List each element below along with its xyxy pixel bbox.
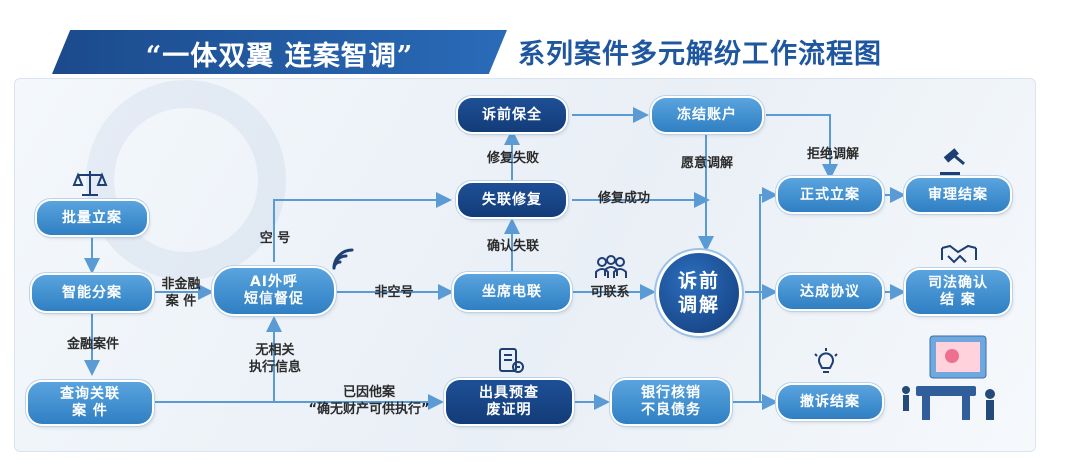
node-bank-writeoff: 银行核销 不良债务 <box>612 380 730 424</box>
label-non-financial: 非金融 案 件 <box>161 277 201 309</box>
node-query-related: 查询关联 案 件 <box>28 382 152 424</box>
label-non-empty-number: 非空号 <box>374 285 414 300</box>
gavel-icon <box>940 148 966 175</box>
node-ai-line: AI外呼 短信督促 <box>244 274 304 307</box>
node-judicial-confirm: 司法确认 结 案 <box>906 270 1010 314</box>
label-unrelated-info: 无相关 执行信息 <box>248 343 301 375</box>
label-repair-success: 修复成功 <box>597 191 650 206</box>
node-formal-filing: 正式立案 <box>778 178 882 212</box>
node-seat-contact: 坐席电联 <box>454 274 570 310</box>
courtroom-illustration-icon <box>902 335 995 420</box>
handshake-icon <box>941 244 977 264</box>
label-contactable: 可联系 <box>590 285 630 300</box>
node-bank-line: 银行核销 不良债务 <box>641 385 701 418</box>
people-icon <box>595 255 627 278</box>
node-lost-repair: 失联修复 <box>458 183 566 217</box>
page-title: 系列案件多元解纷工作流程图 <box>518 39 882 70</box>
label-other-case: 已因他案 “确无财产可供执行” <box>308 385 430 417</box>
title-left: “一体双翼 连案智调” <box>145 41 414 72</box>
node-withdraw-close: 撤诉结案 <box>778 385 882 419</box>
node-pre-mediation: 诉前 调解 <box>659 253 739 333</box>
label-repair-fail: 修复失败 <box>486 151 539 166</box>
label-financial: 金融案件 <box>66 337 119 352</box>
header: “一体双翼 连案智调” 系列案件多元解纷工作流程图 <box>0 0 1080 78</box>
lightbulb-icon <box>814 348 838 373</box>
node-issue-line: 出具预查 废证明 <box>479 385 539 418</box>
node-pre-preserve: 诉前保全 <box>458 98 566 132</box>
node-ai-call: AI外呼 短信督促 <box>214 268 334 314</box>
node-judicial-line: 司法确认 结 案 <box>928 275 988 308</box>
label-empty-number: 空 号 <box>259 231 291 246</box>
label-refuse-mediate: 拒绝调解 <box>806 147 859 162</box>
node-issue-cert: 出具预查 废证明 <box>446 380 572 424</box>
node-freeze-account: 冻结账户 <box>652 98 762 132</box>
scales-icon <box>72 171 108 196</box>
title-band: “一体双翼 连案智调” <box>52 30 507 74</box>
node-agreement: 达成协议 <box>778 275 882 309</box>
node-pre-mediation-label: 诉前 调解 <box>677 270 720 316</box>
node-batch-filing: 批量立案 <box>37 201 147 235</box>
node-smart-split: 智能分案 <box>32 275 152 311</box>
document-icon <box>499 348 524 373</box>
label-willing-mediate: 愿意调解 <box>680 156 733 171</box>
node-trial-close: 审理结案 <box>906 178 1010 212</box>
signal-icon <box>332 248 354 270</box>
label-confirm-lost: 确认失联 <box>486 239 539 254</box>
node-query-line: 查询关联 案 件 <box>60 386 120 419</box>
